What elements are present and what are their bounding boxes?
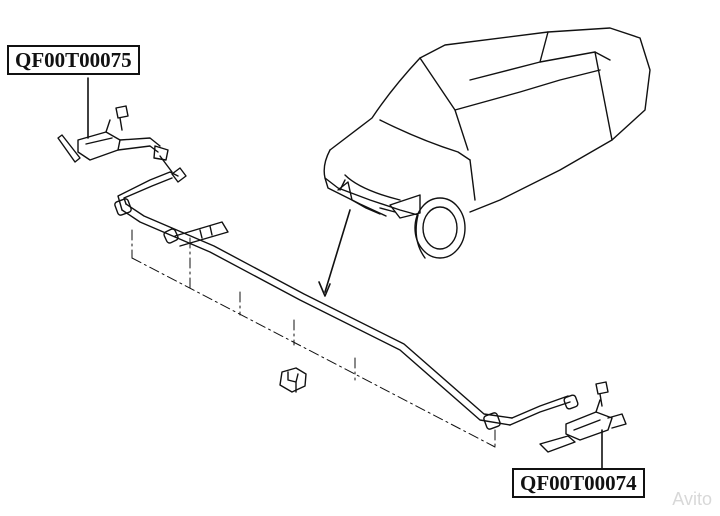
left-washer-nozzle [57, 105, 187, 183]
connector-tube [174, 221, 229, 247]
watermark-text: Avito [672, 489, 712, 509]
location-arrow [318, 209, 351, 297]
leader-lines [87, 77, 603, 471]
car-illustration [323, 27, 651, 259]
washer-hose [114, 171, 579, 430]
right-washer-nozzle [539, 381, 627, 453]
reference-lines [131, 229, 496, 448]
part-number-label-top: QF00T00075 [7, 45, 140, 75]
part-number-label-bottom: QF00T00074 [512, 468, 645, 498]
hose-clip [279, 367, 307, 393]
